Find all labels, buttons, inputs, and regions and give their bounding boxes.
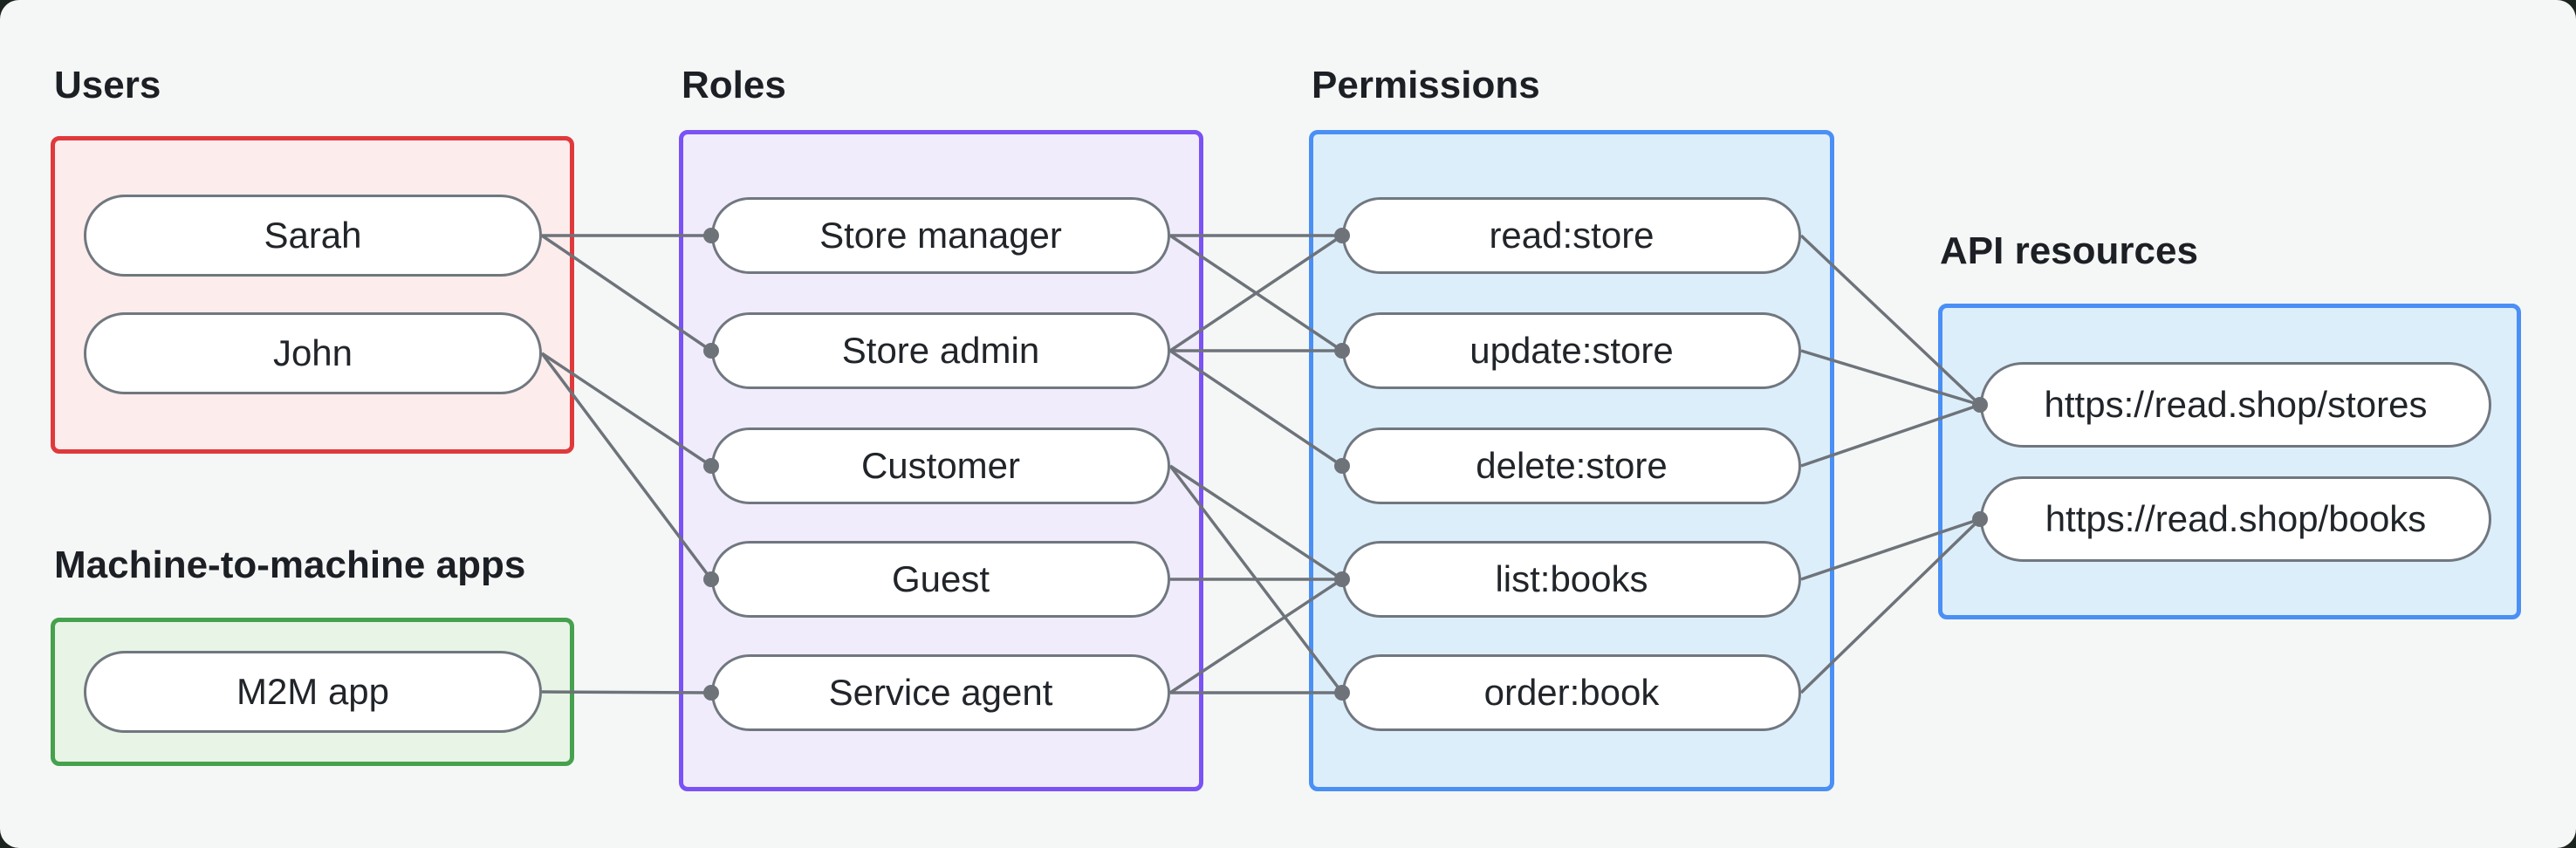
node-role-service-agent: Service agent — [711, 654, 1170, 731]
users-group-label: Users — [54, 64, 161, 106]
node-role-store-manager: Store manager — [711, 197, 1170, 274]
node-user-john: John — [84, 312, 542, 394]
m2m-group-label: Machine-to-machine apps — [54, 544, 526, 586]
node-user-sarah: Sarah — [84, 195, 542, 277]
roles-group-label: Roles — [682, 64, 786, 106]
node-permission-order-book: order:book — [1342, 654, 1801, 731]
node-role-store-admin: Store admin — [711, 312, 1170, 389]
permissions-group-label: Permissions — [1312, 64, 1540, 106]
node-api-resource-books: https://read.shop/books — [1980, 476, 2491, 562]
node-permission-update-store: update:store — [1342, 312, 1801, 389]
api-resources-group-label: API resources — [1940, 229, 2198, 272]
node-api-resource-stores: https://read.shop/stores — [1980, 362, 2491, 448]
api-resources-group-box — [1938, 304, 2521, 619]
node-permission-list-books: list:books — [1342, 541, 1801, 618]
node-permission-delete-store: delete:store — [1342, 427, 1801, 504]
node-role-customer: Customer — [711, 427, 1170, 504]
node-permission-read-store: read:store — [1342, 197, 1801, 274]
node-role-guest: Guest — [711, 541, 1170, 618]
node-m2m-app: M2M app — [84, 651, 542, 733]
users-group-box — [51, 136, 574, 454]
